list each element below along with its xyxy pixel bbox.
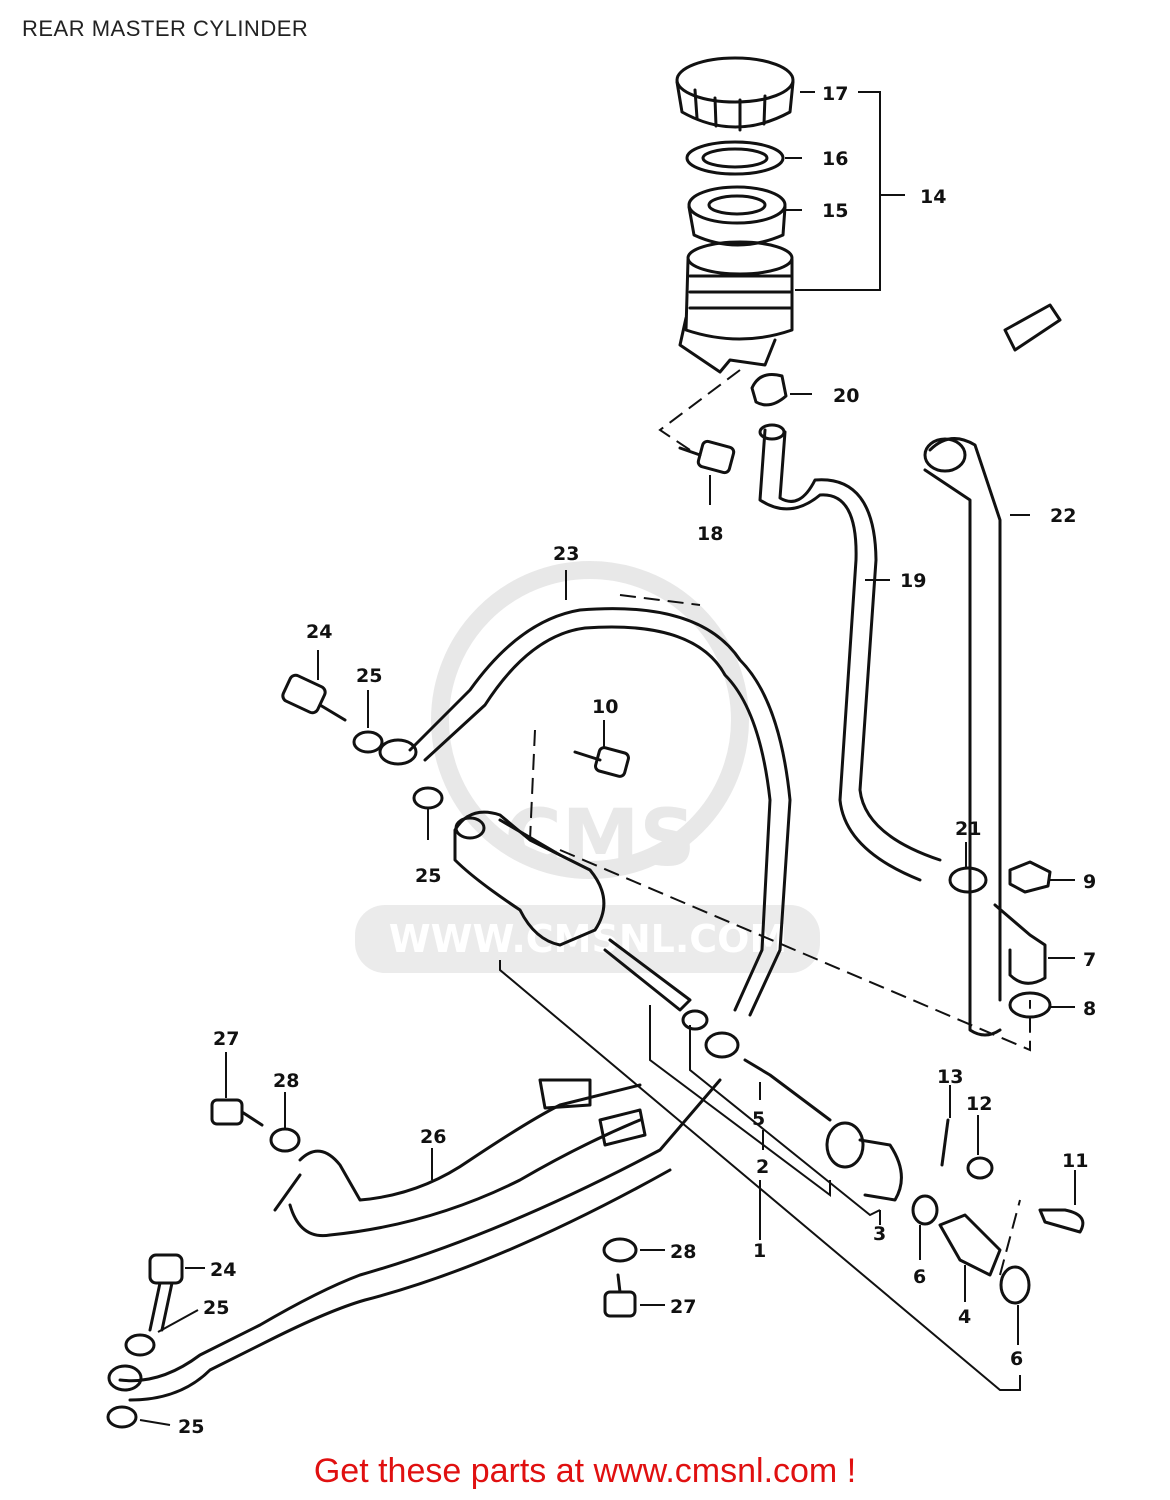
callout-20: 20 [833,385,859,407]
hose-part-22 [928,437,1002,1002]
callout-13: 13 [937,1066,963,1088]
callout-27-a: 27 [213,1028,239,1050]
plate-part [687,185,787,247]
callout-7: 7 [1083,949,1096,971]
callout-3: 3 [873,1223,886,1245]
callout-25-d: 25 [178,1416,204,1438]
nut-part-6a [911,1194,939,1226]
callout-26: 26 [420,1126,446,1148]
clamp-part-20 [750,373,788,407]
callout-11: 11 [1062,1150,1088,1172]
callout-4: 4 [958,1306,971,1328]
reservoir-cap-part [675,56,795,132]
callout-8: 8 [1083,998,1096,1020]
callout-25-b: 25 [415,865,441,887]
hose-part-19 [758,428,922,882]
callout-22: 22 [1050,505,1076,527]
callout-6-a: 6 [913,1266,926,1288]
brake-hose-part-23 [408,607,792,1017]
washer-part-25a [352,730,384,754]
banjo-part [378,738,418,766]
watermark-brand: CMS [504,794,695,884]
clevis-part-4 [938,1213,1002,1277]
rod-part-5 [743,1058,832,1122]
connector-part-7 [993,903,1047,985]
watermark: CMS WWW.CMSNL.COM [355,561,820,973]
push-rod-part [603,938,692,1012]
callout-1: 1 [753,1240,766,1262]
bolt-part-18 [678,439,736,475]
callout-21: 21 [955,818,981,840]
pin-part-13 [940,1118,950,1167]
callout-17: 17 [822,83,848,105]
callout-28-b: 28 [670,1241,696,1263]
washer-part-25b [412,786,444,810]
callout-28-a: 28 [273,1070,299,1092]
washer-part-28b [602,1237,638,1263]
callout-15: 15 [822,200,848,222]
washer-part-25c [124,1333,156,1357]
pipe-part-26 [273,1078,647,1238]
washer-part-12 [966,1156,994,1180]
bolt-part-10 [573,746,630,778]
watermark-url: WWW.CMSNL.COM [389,917,788,961]
fitting-part [1003,303,1062,352]
bolt-part-27a [210,1098,264,1127]
callout-25-c: 25 [203,1297,229,1319]
nut-part-6b [999,1265,1031,1305]
washer-part-25d [106,1405,138,1429]
callout-10: 10 [592,696,618,718]
clamp-part-21 [948,866,988,894]
page-title: REAR MASTER CYLINDER [22,16,309,41]
callout-14: 14 [920,186,946,208]
callout-5: 5 [752,1108,765,1130]
callout-19: 19 [900,570,926,592]
footer-parts-link[interactable]: Get these parts at www.cmsnl.com ! [313,1452,857,1490]
washer-part-28a [269,1127,301,1153]
boot-part-3 [825,1121,903,1202]
callout-12: 12 [966,1093,992,1115]
callout-23: 23 [553,543,579,565]
bolt-part-24-bottom [148,1253,184,1332]
pin-part-11 [1038,1208,1085,1234]
bolt-part-27b [603,1273,637,1318]
bolt-part-24-top [281,673,347,722]
leader-lines [139,91,1076,1426]
diaphragm-part [685,140,785,176]
callout-2: 2 [756,1156,769,1178]
lower-pipe-part [118,1078,722,1383]
dashed-guides [529,369,1031,1276]
callout-18: 18 [697,523,723,545]
callout-9: 9 [1083,871,1096,893]
callout-25-a: 25 [356,665,382,687]
callout-24-bottom: 24 [210,1259,236,1281]
callout-27-b: 27 [670,1296,696,1318]
callout-16: 16 [822,148,848,170]
callout-24-top: 24 [306,621,332,643]
reservoir-body-part [678,240,794,374]
nut-part-9 [1008,860,1052,894]
callout-6-b: 6 [1010,1348,1023,1370]
callout-labels: 17 16 15 14 20 18 22 19 23 24 25 10 25 2… [178,83,1096,1438]
